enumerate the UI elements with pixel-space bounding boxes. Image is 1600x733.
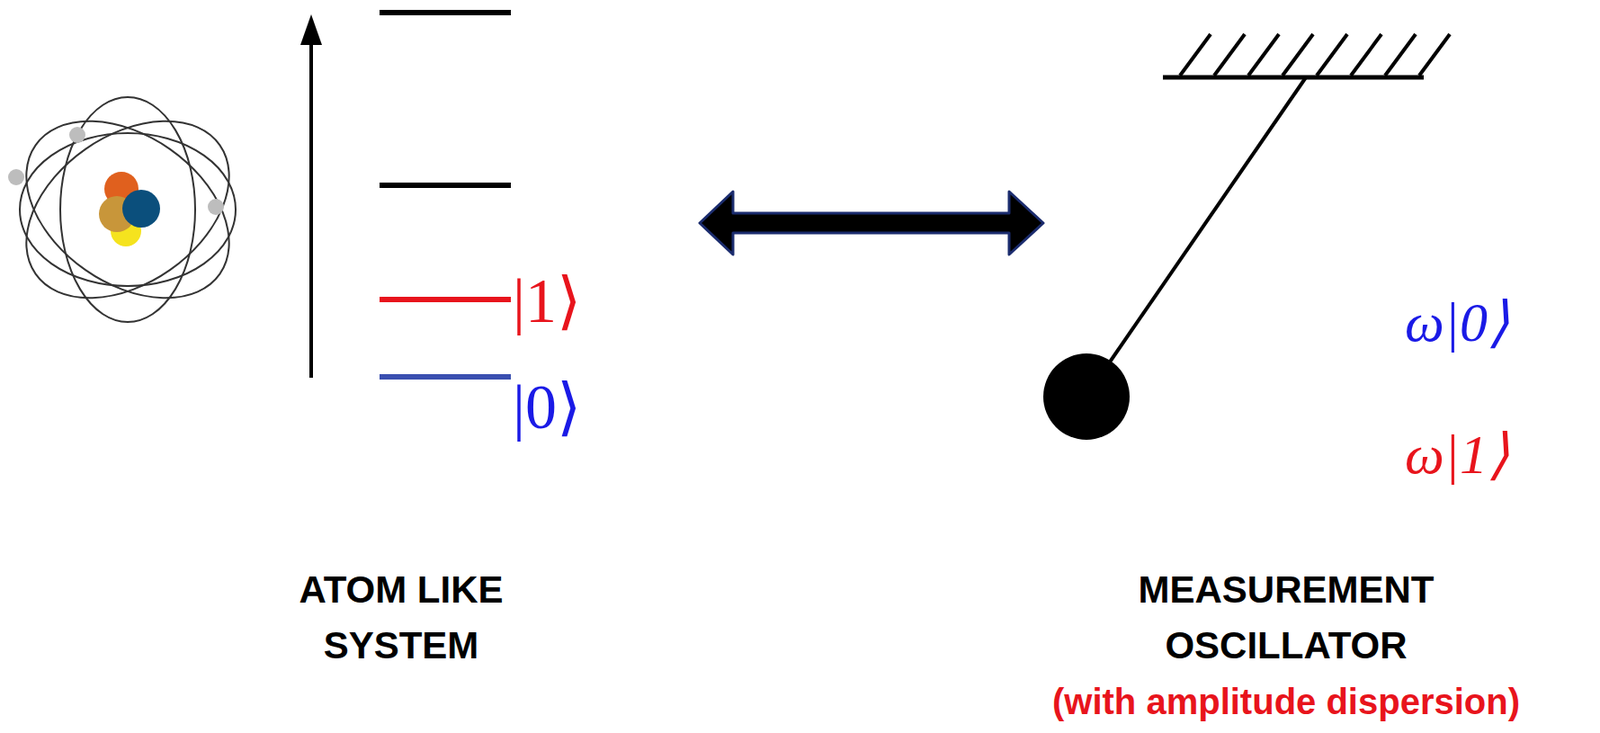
electron xyxy=(8,126,224,215)
system-caption: MEASUREMENT OSCILLATOR xyxy=(1106,562,1466,674)
state-label: |1⟩ xyxy=(512,266,582,336)
frequency-label: ω|1⟩ xyxy=(1404,423,1510,485)
energy-level xyxy=(379,12,511,377)
system-caption: ATOM LIKE SYSTEM xyxy=(252,562,550,674)
double-arrow xyxy=(699,191,1044,255)
atom-nucleus xyxy=(98,171,161,247)
atom-picture xyxy=(0,84,262,335)
note-label: (with amplitude dispersion) xyxy=(1052,681,1520,722)
frequency-label: ω|0⟩ xyxy=(1404,291,1510,353)
energy-axis xyxy=(300,14,322,378)
state-label: |0⟩ xyxy=(512,372,582,442)
pendulum xyxy=(1043,34,1450,440)
